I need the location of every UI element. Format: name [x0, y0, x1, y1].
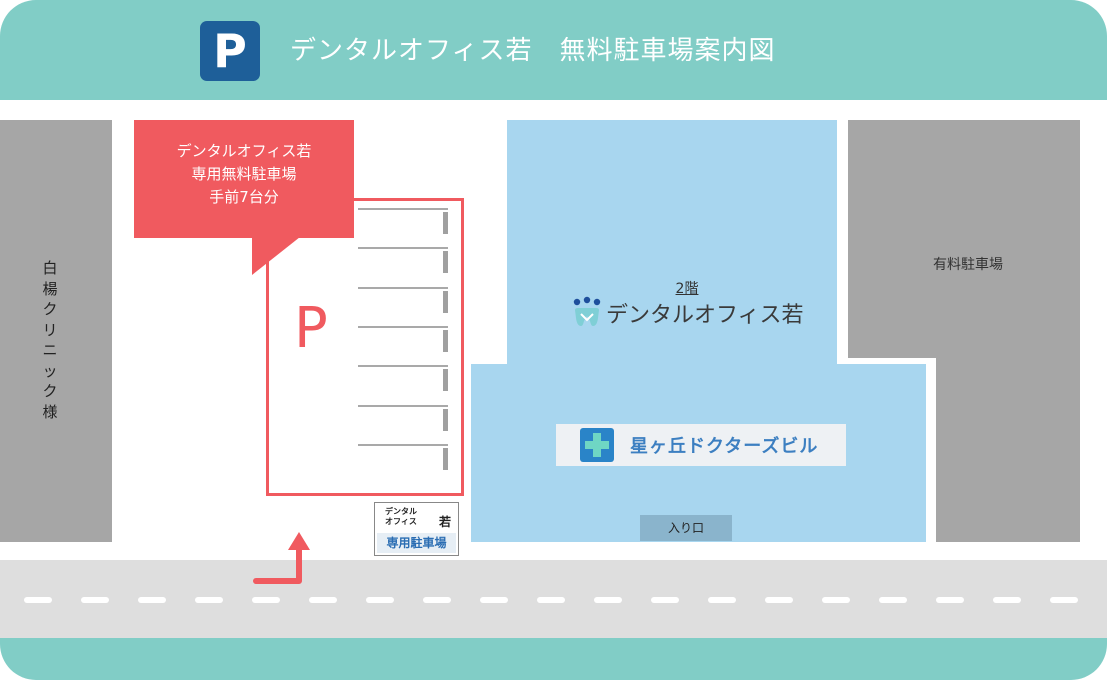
- lane-dash: [708, 597, 736, 603]
- stall-line: [358, 208, 448, 210]
- lane-dash: [765, 597, 793, 603]
- lane-dash: [936, 597, 964, 603]
- lane-dash: [594, 597, 622, 603]
- lane-dash: [81, 597, 109, 603]
- lane-dash: [480, 597, 508, 603]
- stall-stop-mark: [443, 369, 448, 391]
- left-building: [0, 120, 112, 542]
- callout-tail: [252, 237, 300, 275]
- map-title: デンタルオフィス若 無料駐車場案内図: [290, 36, 776, 66]
- parking-lot-symbol: P: [294, 296, 328, 361]
- footer-bar: [0, 638, 1107, 680]
- medical-cross-icon: [580, 428, 614, 462]
- stall-line: [358, 365, 448, 367]
- stall-stop-mark: [443, 291, 448, 313]
- lane-dash: [309, 597, 337, 603]
- lane-dash: [195, 597, 223, 603]
- stall-line: [358, 444, 448, 446]
- clinic-name: デンタルオフィス若: [606, 303, 804, 328]
- right-building-upper: [848, 120, 1080, 358]
- lane-dash: [1050, 597, 1078, 603]
- sign-clinic-name: デンタル オフィス: [385, 507, 417, 526]
- stall-line: [358, 405, 448, 407]
- stall-line: [358, 287, 448, 289]
- stall-stop-mark: [443, 448, 448, 470]
- stall-stop-mark: [443, 330, 448, 352]
- callout-line-2: 専用無料駐車場: [191, 165, 297, 183]
- building-name: 星ヶ丘ドクターズビル: [630, 436, 819, 457]
- stall-stop-mark: [443, 409, 448, 431]
- callout-line-3: 手前7台分: [209, 188, 279, 206]
- lane-dash: [879, 597, 907, 603]
- paid-parking-label: 有料駐車場: [933, 257, 1003, 273]
- lane-dash: [537, 597, 565, 603]
- clinic-building-upper: [507, 120, 837, 366]
- entry-arrow-icon: [253, 532, 310, 584]
- right-building-lower: [936, 356, 1080, 542]
- parking-callout: デンタルオフィス若 専用無料駐車場 手前7台分: [134, 120, 354, 238]
- stall-line: [358, 247, 448, 249]
- stall-stop-mark: [443, 251, 448, 273]
- lane-dash: [651, 597, 679, 603]
- stall-line: [358, 326, 448, 328]
- lane-dash: [822, 597, 850, 603]
- entrance-label: 入り口: [640, 515, 732, 541]
- lane-dash: [24, 597, 52, 603]
- lane-dash: [252, 597, 280, 603]
- callout-line-1: デンタルオフィス若: [176, 142, 312, 160]
- clinic-logo: デンタルオフィス若: [572, 296, 804, 330]
- lane-dash: [423, 597, 451, 603]
- sign-top: デンタル オフィス 若: [377, 505, 456, 532]
- lane-dash: [993, 597, 1021, 603]
- sign-dedicated-parking: 専用駐車場: [377, 533, 456, 553]
- lane-dash: [366, 597, 394, 603]
- parking-sign: デンタル オフィス 若 専用駐車場: [374, 502, 459, 556]
- left-building-label: 白楊クリニック様: [42, 259, 58, 421]
- floor-label: 2階: [675, 281, 699, 297]
- stall-stop-mark: [443, 212, 448, 234]
- header-bar: P デンタルオフィス若 無料駐車場案内図: [0, 0, 1107, 100]
- parking-badge-icon: P: [200, 21, 260, 81]
- sign-clinic-kanji: 若: [439, 515, 452, 529]
- tooth-logo-icon: [572, 296, 602, 330]
- lane-dash: [138, 597, 166, 603]
- building-sign: 星ヶ丘ドクターズビル: [556, 424, 846, 466]
